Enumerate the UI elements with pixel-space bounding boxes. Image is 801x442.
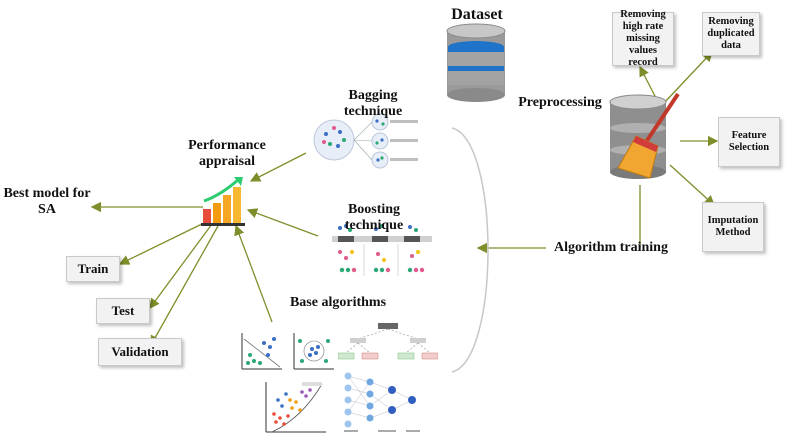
arrow-bagging-to-performance (249, 152, 307, 182)
removing-duplicated-box: Removing duplicated data (702, 12, 760, 56)
arrow-broom-to-missing (639, 65, 657, 99)
test-box: Test (96, 298, 150, 324)
svm-scatter-illustration (241, 333, 282, 370)
boosting-label: Boosting technique (344, 202, 404, 234)
arrow-boosting-to-performance (246, 208, 319, 237)
arrow-performance-to-test (149, 223, 213, 310)
bagging-illustration (313, 113, 418, 169)
grouping-brace (451, 127, 489, 373)
algorithm-training-label: Algorithm training (554, 240, 668, 255)
decision-tree-illustration (338, 323, 438, 360)
neural-network-illustration (344, 372, 420, 432)
feature-selection-box: Feature Selection (718, 117, 780, 167)
database-icon (446, 23, 506, 102)
validation-box: Validation (98, 338, 182, 366)
train-box: Train (66, 256, 120, 282)
cluster-scatter-illustration (265, 382, 326, 433)
bagging-label: Bagging technique (343, 88, 403, 120)
removing-missing-box: Removing high rate missing values record (612, 9, 674, 68)
arrow-broom-to-duplicated (663, 51, 713, 104)
preprocessing-label: Preprocessing (518, 95, 602, 110)
arrow-base-to-performance (234, 224, 273, 323)
base-algorithms-label: Base algorithms (289, 295, 387, 310)
knn-scatter-illustration (293, 333, 334, 370)
performance-label: Performance appraisal (188, 138, 266, 170)
arrow-performance-to-train (118, 220, 209, 265)
dataset-label: Dataset (451, 6, 503, 23)
performance-chart-icon (201, 177, 245, 226)
database-broom-icon (609, 92, 680, 179)
arrow-broom-to-imputation (669, 164, 715, 206)
imputation-method-box: Imputation Method (702, 202, 764, 252)
boosting-illustration (332, 224, 432, 276)
best-model-label: Best model for SA (3, 186, 91, 218)
arrow-performance-to-validation (150, 225, 219, 347)
